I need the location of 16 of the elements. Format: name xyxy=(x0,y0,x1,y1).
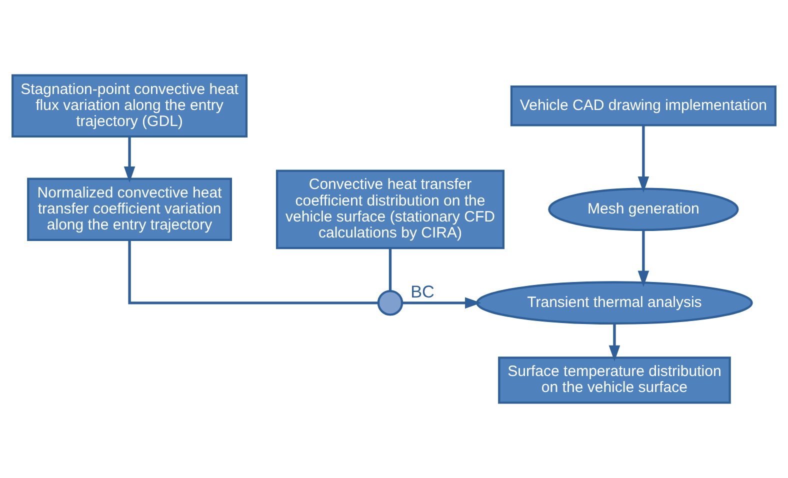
arrow xyxy=(638,230,650,287)
node-box: Convective heat transfer coefficient distribution on the vehicle surface (stationary CFD calculations by CIRA) xyxy=(276,170,504,250)
arrow xyxy=(124,136,136,183)
node-box: Stagnation-point convective heat flux variation along the entry trajectory (GDL) xyxy=(12,74,248,138)
arrow xyxy=(638,125,650,193)
node-box: Surface temperature distribution on the vehicle surface xyxy=(498,356,731,404)
node-ellipse: Transient thermal analysis xyxy=(476,281,753,324)
edge-label: BC xyxy=(410,281,434,302)
node-box: Vehicle CAD drawing implementation xyxy=(510,85,776,126)
arrow xyxy=(402,297,482,309)
arrow xyxy=(608,324,620,362)
node-ellipse: Mesh generation xyxy=(548,188,739,232)
connector xyxy=(128,240,378,304)
node-box: Normalized convective heat transfer coefficient variation along the entry trajectory xyxy=(27,178,232,242)
node-cross xyxy=(377,290,404,316)
connector xyxy=(388,248,392,291)
